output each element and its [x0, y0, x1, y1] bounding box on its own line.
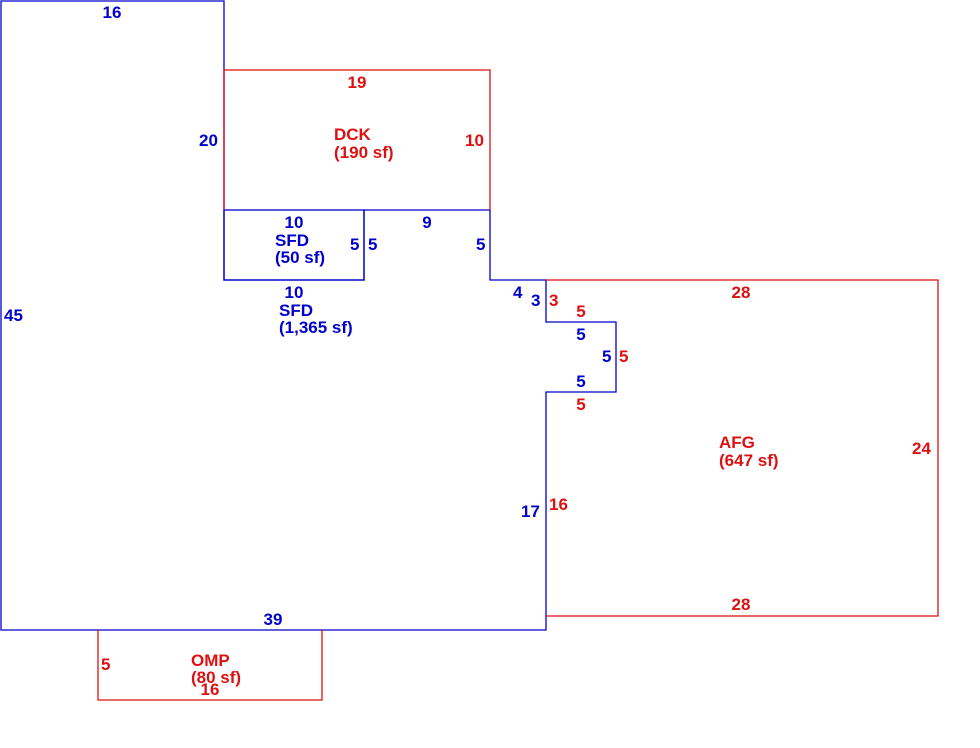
dim-afg-left: 16 — [549, 495, 568, 514]
dim-dck-right: 10 — [465, 131, 484, 150]
dim-afg-right: 24 — [912, 439, 931, 458]
dim-afg-top: 28 — [732, 283, 751, 302]
dim-main-top: 16 — [103, 3, 122, 22]
dim-main-notch-bottom: 5 — [576, 372, 585, 391]
dim-sfd-small-top: 10 — [285, 213, 304, 232]
sfd-small-label: SFD — [275, 231, 309, 250]
dim-main-left: 45 — [4, 306, 23, 325]
afg-outline — [546, 279, 939, 617]
omp-label: OMP — [191, 651, 230, 670]
dim-main-step-top: 9 — [422, 213, 431, 232]
dim-afg-notch-upper: 3 — [549, 291, 558, 310]
sfd-small-area: (50 sf) — [275, 248, 325, 267]
dim-afg-notch-top: 5 — [576, 302, 585, 321]
dck-outline — [223, 69, 491, 210]
dim-afg-notch-bottom: 5 — [576, 395, 585, 414]
dim-main-step-right: 5 — [476, 235, 485, 254]
sfd-main-area: (1,365 sf) — [279, 318, 353, 337]
dck-label: DCK — [334, 125, 372, 144]
dim-main-inner-left: 20 — [199, 131, 218, 150]
dim-main-right: 17 — [521, 502, 540, 521]
omp-area: (80 sf) — [191, 668, 241, 687]
dck-area: (190 sf) — [334, 143, 394, 162]
dim-sfd-small-outer: 5 — [368, 235, 377, 254]
dim-sfd-small-right: 5 — [350, 235, 359, 254]
dim-omp-bottom: 16 — [201, 680, 220, 699]
dim-omp-left: 5 — [101, 655, 110, 674]
dim-main-notch-right: 5 — [602, 347, 611, 366]
sfd-small-outline — [223, 209, 365, 281]
dim-sfd-small-bottom: 10 — [285, 283, 304, 302]
omp-outline — [97, 630, 323, 701]
sfd-main-label: SFD — [279, 301, 313, 320]
dim-dck-top: 19 — [348, 73, 367, 92]
dim-main-step-inner: 4 — [513, 283, 523, 302]
dim-afg-notch-right: 5 — [619, 347, 628, 366]
dim-afg-bottom: 28 — [732, 595, 751, 614]
afg-area: (647 sf) — [719, 451, 779, 470]
dim-main-notch-upper: 3 — [531, 291, 540, 310]
dim-main-notch-top: 5 — [576, 325, 585, 344]
dim-main-bottom: 39 — [264, 610, 283, 629]
afg-label: AFG — [719, 433, 755, 452]
